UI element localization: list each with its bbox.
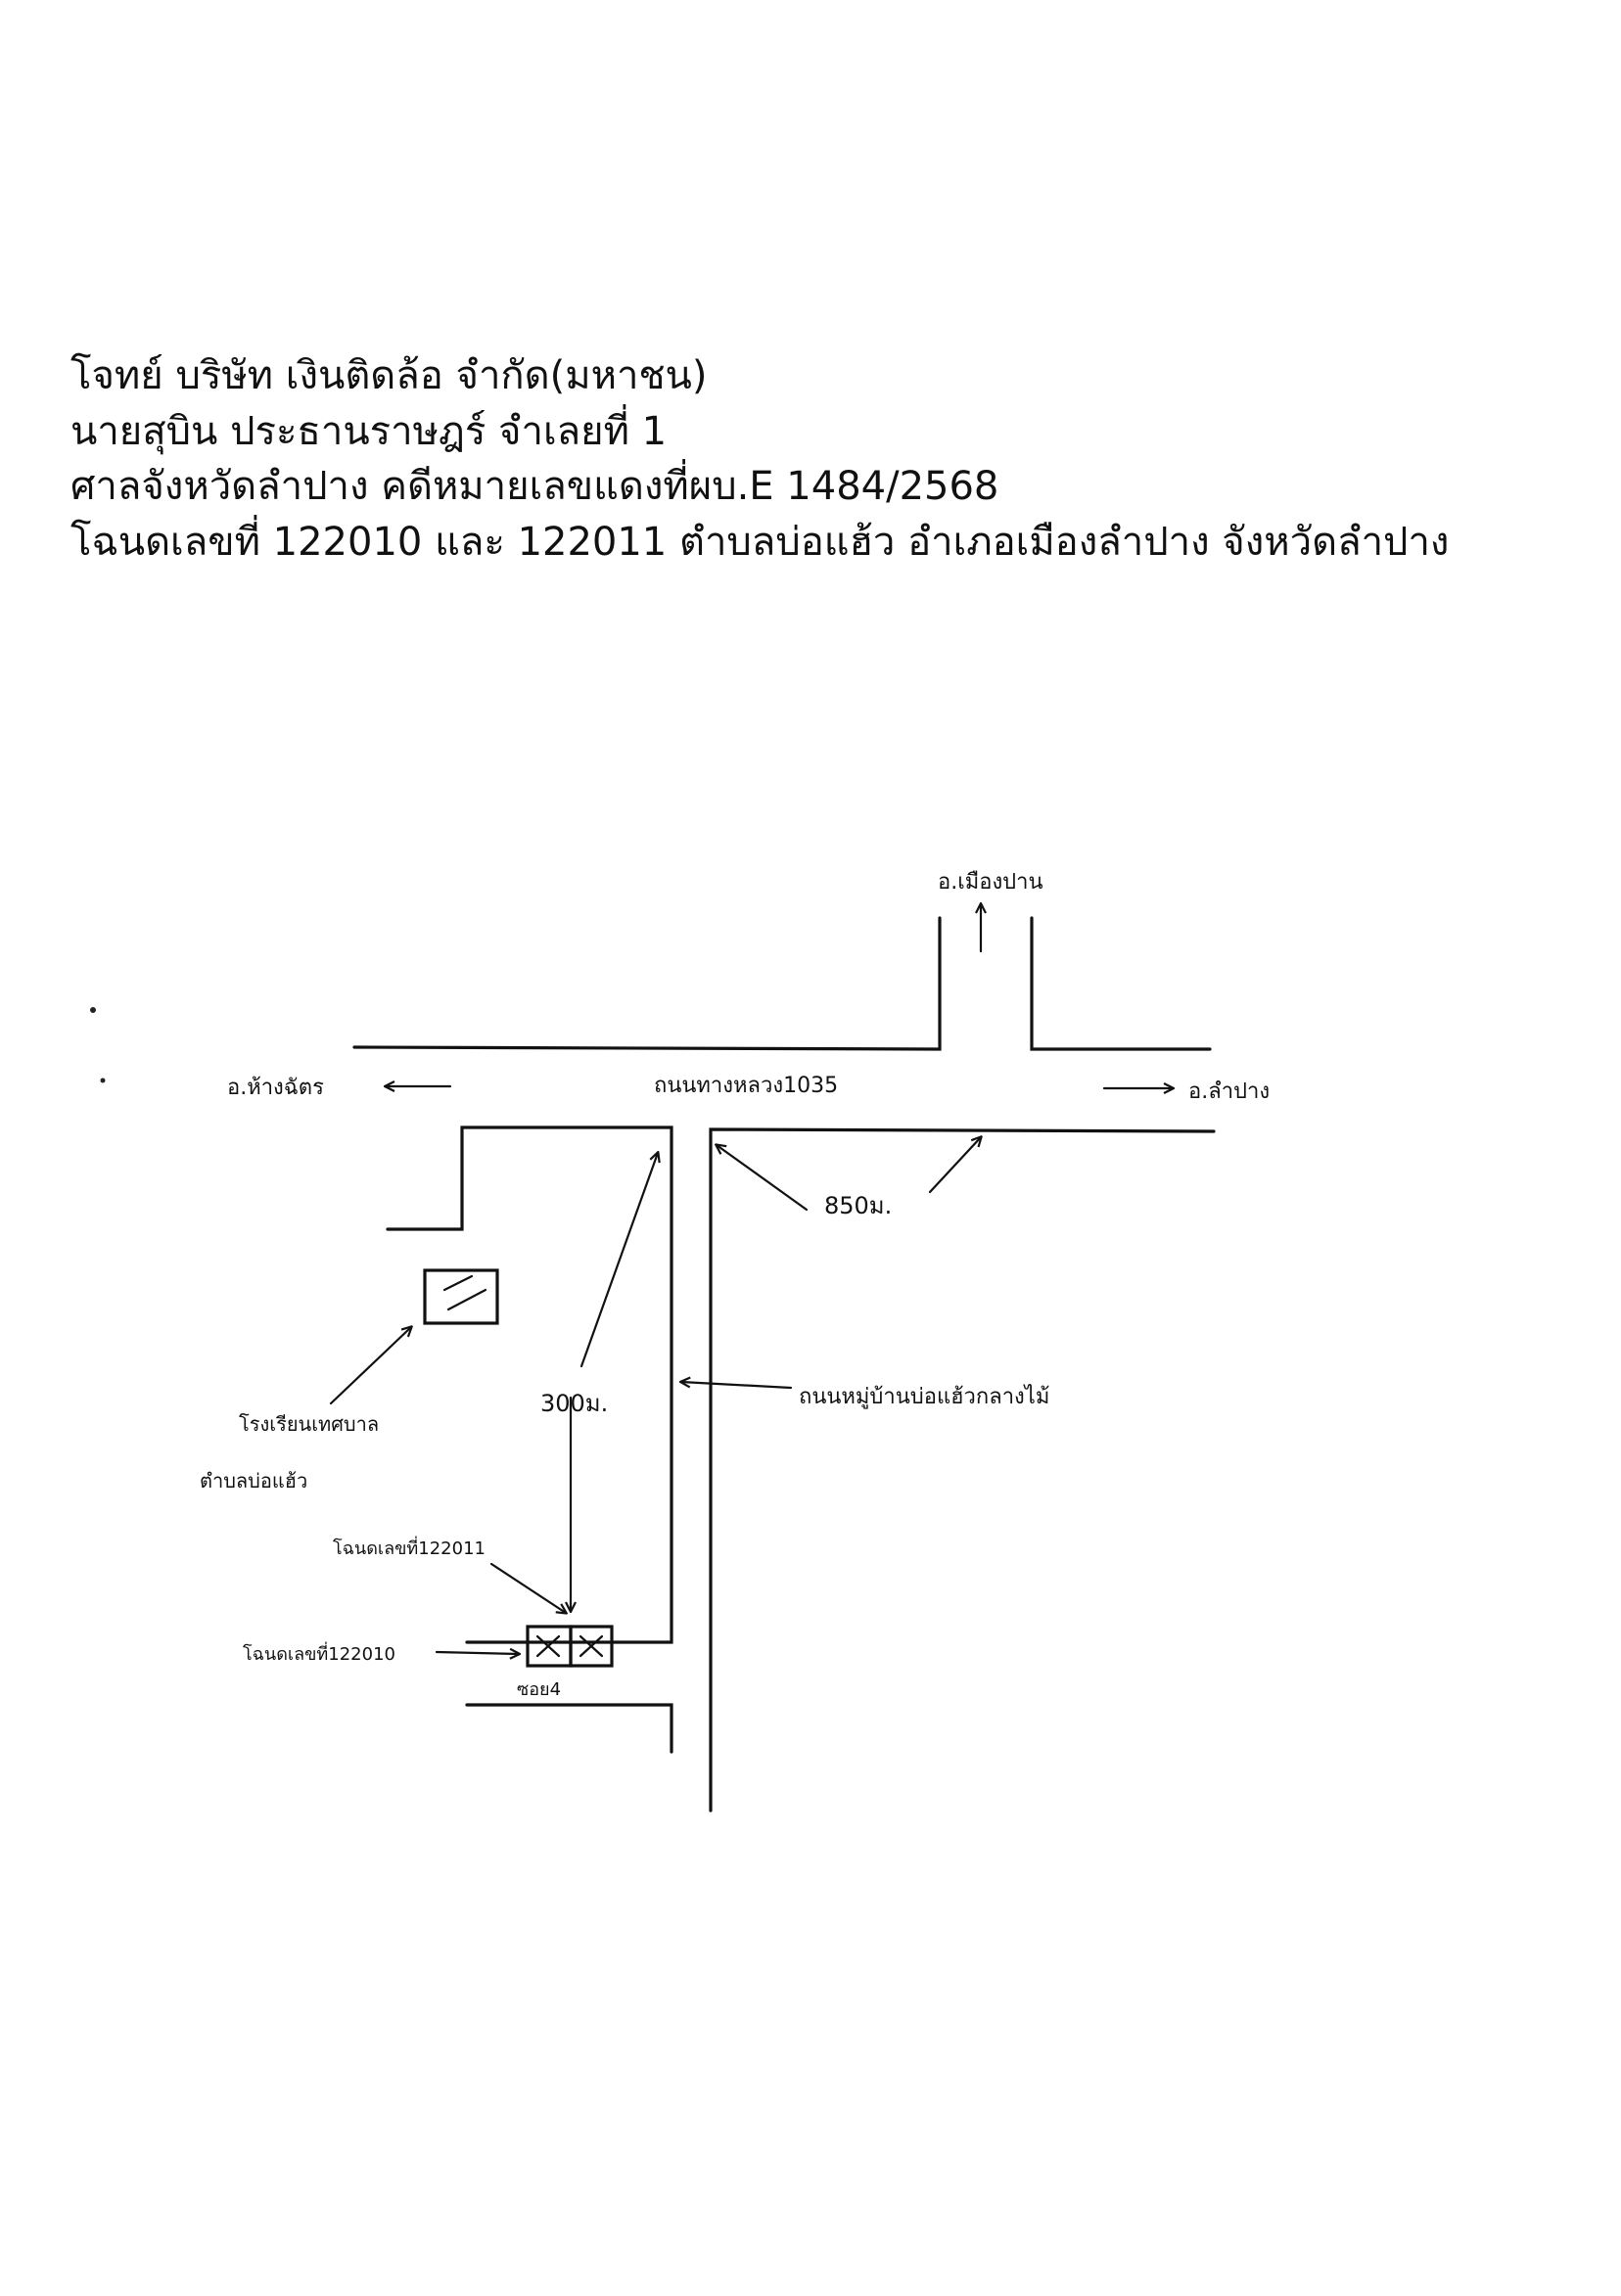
main-road-south-edge xyxy=(386,1125,1216,1813)
label-deed-122011: โฉนดเลขที่122011 xyxy=(333,1536,486,1559)
header-line-plaintiff: โจทย์ บริษัท เงินติดล้อ จำกัด(มหาชน) xyxy=(70,353,708,398)
page-specks xyxy=(90,1007,106,1083)
map-labels: อ.เมืองปาน อ.ห้างฉัตร อ.ลำปาง ถนนทางหลวง… xyxy=(200,870,1270,1700)
label-school-line2: ตำบลบ่อแฮ้ว xyxy=(200,1469,307,1492)
land-plots xyxy=(526,1625,614,1668)
direction-arrows xyxy=(329,904,1173,1654)
soi-4-road-outline xyxy=(465,1703,673,1754)
arrow-icon xyxy=(435,1652,519,1654)
north-road-outline xyxy=(352,916,1212,1051)
road-network xyxy=(352,916,1216,1813)
arrow-icon xyxy=(579,1153,658,1368)
arrow-icon xyxy=(928,1137,981,1194)
header-line-title-deeds: โฉนดเลขที่ 122010 และ 122011 ตำบลบ่อแฮ้ว… xyxy=(70,519,1450,565)
header-line-court-case: ศาลจังหวัดลำปาง คดีหมายเลขแดงที่ผบ.E 148… xyxy=(70,464,999,509)
label-east-destination: อ.ลำปาง xyxy=(1188,1079,1270,1104)
header-line-defendant: นายสุบิน ประธานราษฎร์ จำเลยที่ 1 xyxy=(70,408,668,454)
x-mark-icon xyxy=(579,1634,604,1658)
label-main-road: ถนนทางหลวง1035 xyxy=(654,1074,838,1098)
label-north-destination: อ.เมืองปาน xyxy=(938,870,1043,895)
label-west-destination: อ.ห้างฉัตร xyxy=(227,1076,324,1100)
label-distance-300m: 300ม. xyxy=(540,1390,608,1417)
label-deed-122010: โฉนดเลขที่122010 xyxy=(243,1641,395,1665)
arrow-icon xyxy=(489,1562,566,1613)
label-school-line1: โรงเรียนเทศบาล xyxy=(239,1412,379,1436)
x-mark-icon xyxy=(535,1634,561,1658)
label-distance-850m: 850ม. xyxy=(824,1192,892,1219)
arrow-icon xyxy=(681,1382,793,1390)
header-block: โจทย์ บริษัท เงินติดล้อ จำกัด(มหาชน) นาย… xyxy=(70,348,1578,570)
label-side-road: ถนนหมู่บ้านบ่อแฮ้วกลางไม้ xyxy=(799,1384,1049,1409)
school-building xyxy=(423,1268,499,1325)
arrow-icon xyxy=(329,1327,411,1405)
label-soi-4: ซอย4 xyxy=(517,1679,561,1700)
plot-122011 xyxy=(569,1625,614,1668)
arrow-icon xyxy=(717,1145,809,1212)
